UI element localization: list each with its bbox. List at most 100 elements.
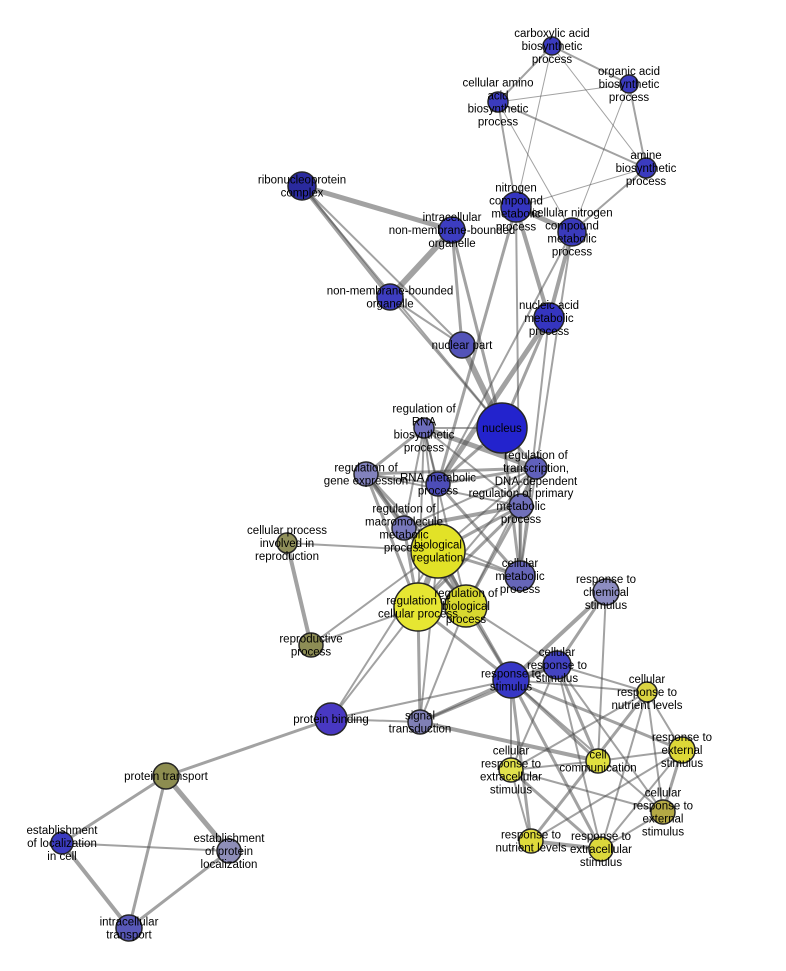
edge-regulation-of-rna-biosynthetic-process--regulation-of-primary-metabolic-process xyxy=(423,427,522,507)
edge-regulation-of-rna-biosynthetic-process--regulation-of-transcription-dna-dependent xyxy=(421,425,539,471)
node-cellular-amino-acid-biosynthetic-process[interactable] xyxy=(487,91,509,113)
node-cellular-process-involved-in-reproduction[interactable] xyxy=(276,532,298,554)
edge-regulation-of-transcription-dna-dependent--regulation-of-macromolecule-metabolic-process xyxy=(403,467,537,529)
node-nucleic-acid-metabolic-process[interactable] xyxy=(533,302,565,334)
edge-cellular-amino-acid-biosynthetic-process--nitrogen-compound-metabolic-process xyxy=(497,101,517,208)
node-cellular-response-to-extracellular-stimulus[interactable] xyxy=(498,757,524,783)
edge-non-membrane-bounded-organelle--nucleus xyxy=(389,296,503,429)
node-response-to-extracellular-stimulus[interactable] xyxy=(588,836,614,862)
edge-cellular-amino-acid-biosynthetic-process--amine-biosynthetic-process xyxy=(497,101,647,169)
node-cellular-metabolic-process[interactable] xyxy=(504,560,536,592)
edge-regulation-of-primary-metabolic-process--regulation-of-macromolecule-metabolic-process xyxy=(402,504,523,530)
edge-cellular-response-to-nutrient-levels--cellular-response-to-extracellular-stimulus xyxy=(510,691,648,771)
edge-amine-biosynthetic-process--cellular-nitrogen-compound-metabolic-process xyxy=(571,167,647,233)
edge-signal-transduction--cell-communication xyxy=(418,720,600,763)
edge-response-to-stimulus--cellular-response-to-nutrient-levels xyxy=(510,679,648,693)
edge-cellular-response-to-stimulus--cell-communication xyxy=(555,663,600,763)
node-amine-biosynthetic-process[interactable] xyxy=(635,157,657,179)
edge-organic-acid-biosynthetic-process--cellular-nitrogen-compound-metabolic-process xyxy=(571,83,630,233)
edge-layer xyxy=(60,45,684,930)
node-regulation-of-gene-expression[interactable] xyxy=(353,461,379,487)
edge-response-to-stimulus--response-to-chemical-stimulus xyxy=(509,590,608,682)
node-regulation-of-cellular-process[interactable] xyxy=(393,582,443,632)
node-signal-transduction[interactable] xyxy=(407,709,433,735)
edge-intracellular-non-membrane-bounded-organelle--nucleus xyxy=(450,228,504,430)
node-regulation-of-transcription-dna-dependent[interactable] xyxy=(524,456,548,480)
node-biological-regulation[interactable] xyxy=(410,523,466,579)
node-ribonucleoprotein-complex[interactable] xyxy=(287,171,317,201)
node-nitrogen-compound-metabolic-process[interactable] xyxy=(500,191,532,223)
edge-response-to-external-stimulus--cell-communication xyxy=(597,749,683,762)
edge-establishment-of-localization-in-cell--intracellular-transport xyxy=(60,841,131,930)
edge-nucleic-acid-metabolic-process--rna-metabolic-process xyxy=(435,315,552,487)
edge-protein-transport--intracellular-transport xyxy=(127,774,168,930)
node-establishment-of-localization-in-cell[interactable] xyxy=(50,831,74,855)
edge-carboxylic-acid-biosynthetic-process--amine-biosynthetic-process xyxy=(551,45,647,169)
node-intracellular-transport[interactable] xyxy=(115,914,143,942)
edge-non-membrane-bounded-organelle--nuclear-part xyxy=(389,296,463,346)
node-protein-transport[interactable] xyxy=(152,762,180,790)
edge-regulation-of-rna-biosynthetic-process--regulation-of-macromolecule-metabolic-process xyxy=(403,427,425,529)
node-layer xyxy=(50,36,696,942)
node-nuclear-part[interactable] xyxy=(448,331,476,359)
node-reproductive-process[interactable] xyxy=(298,632,324,658)
edge-regulation-of-transcription-dna-dependent--rna-metabolic-process xyxy=(436,466,538,486)
edge-cellular-response-to-nutrient-levels--cellular-response-to-external-stimulus xyxy=(646,691,664,813)
node-cellular-response-to-external-stimulus[interactable] xyxy=(650,799,676,825)
edge-regulation-of-rna-biosynthetic-process--regulation-of-biological-process xyxy=(423,427,467,607)
edge-response-to-stimulus--response-to-nutrient-levels xyxy=(509,678,533,843)
edge-response-to-chemical-stimulus--cell-communication xyxy=(597,591,607,762)
edge-intracellular-non-membrane-bounded-organelle--non-membrane-bounded-organelle xyxy=(387,227,455,300)
node-response-to-chemical-stimulus[interactable] xyxy=(592,578,620,606)
node-nucleus[interactable] xyxy=(476,402,528,454)
edge-cellular-nitrogen-compound-metabolic-process--cellular-metabolic-process xyxy=(519,231,573,577)
node-protein-binding[interactable] xyxy=(314,702,348,736)
edge-protein-binding--response-to-stimulus xyxy=(330,679,512,720)
edge-ribonucleoprotein-complex--nuclear-part xyxy=(301,185,463,346)
edge-cellular-response-to-nutrient-levels--response-to-extracellular-stimulus xyxy=(600,691,648,850)
edge-biological-regulation--signal-transduction xyxy=(419,550,439,723)
edge-response-to-external-stimulus--response-to-extracellular-stimulus xyxy=(600,749,683,850)
node-response-to-external-stimulus[interactable] xyxy=(668,736,696,764)
edge-regulation-of-transcription-dna-dependent--regulation-of-cellular-process xyxy=(417,467,537,608)
node-regulation-of-primary-metabolic-process[interactable] xyxy=(508,493,534,519)
edge-regulation-of-transcription-dna-dependent--regulation-of-gene-expression xyxy=(364,466,538,476)
edge-cellular-response-to-extracellular-stimulus--response-to-extracellular-stimulus xyxy=(509,768,603,851)
node-cell-communication[interactable] xyxy=(585,748,611,774)
edge-ribonucleoprotein-complex--intracellular-non-membrane-bounded-organelle xyxy=(299,183,455,233)
edge-carboxylic-acid-biosynthetic-process--cellular-amino-acid-biosynthetic-process xyxy=(497,45,553,103)
node-regulation-of-biological-process[interactable] xyxy=(444,584,488,628)
edge-establishment-of-protein-localization--intracellular-transport xyxy=(127,849,231,930)
node-rna-metabolic-process[interactable] xyxy=(425,471,451,497)
node-non-membrane-bounded-organelle[interactable] xyxy=(376,283,404,311)
edge-organic-acid-biosynthetic-process--cellular-amino-acid-biosynthetic-process xyxy=(497,83,630,103)
edge-nitrogen-compound-metabolic-process--nucleic-acid-metabolic-process xyxy=(514,205,551,320)
node-carboxylic-acid-biosynthetic-process[interactable] xyxy=(542,36,562,56)
node-organic-acid-biosynthetic-process[interactable] xyxy=(619,74,639,94)
edge-carboxylic-acid-biosynthetic-process--nitrogen-compound-metabolic-process xyxy=(515,45,553,208)
node-response-to-stimulus[interactable] xyxy=(492,661,530,699)
node-response-to-nutrient-levels[interactable] xyxy=(518,828,544,854)
node-cellular-nitrogen-compound-metabolic-process[interactable] xyxy=(557,217,587,247)
node-intracellular-non-membrane-bounded-organelle[interactable] xyxy=(438,216,466,244)
node-regulation-of-macromolecule-metabolic-process[interactable] xyxy=(391,515,417,541)
edge-amine-biosynthetic-process--nitrogen-compound-metabolic-process xyxy=(515,167,647,208)
edge-biological-regulation--protein-binding xyxy=(330,550,439,720)
node-establishment-of-protein-localization[interactable] xyxy=(216,838,242,864)
edge-cellular-response-to-stimulus--signal-transduction xyxy=(418,663,559,724)
edge-protein-binding--protein-transport xyxy=(164,717,333,778)
edge-carboxylic-acid-biosynthetic-process--organic-acid-biosynthetic-process xyxy=(551,45,630,85)
node-cellular-response-to-stimulus[interactable] xyxy=(542,650,572,680)
edge-cellular-amino-acid-biosynthetic-process--cellular-nitrogen-compound-metabolic-process xyxy=(497,101,573,233)
edge-regulation-of-rna-biosynthetic-process--regulation-of-cellular-process xyxy=(417,427,425,608)
edge-cellular-response-to-stimulus--cellular-response-to-extracellular-stimulus xyxy=(510,664,558,771)
edge-cellular-response-to-extracellular-stimulus--cellular-response-to-external-stimulus xyxy=(510,769,664,813)
edge-organic-acid-biosynthetic-process--amine-biosynthetic-process xyxy=(628,83,647,169)
node-cellular-response-to-nutrient-levels[interactable] xyxy=(636,681,658,703)
edge-response-to-stimulus--cellular-response-to-external-stimulus xyxy=(510,679,664,813)
edge-cellular-process-involved-in-reproduction--reproductive-process xyxy=(285,541,313,647)
node-regulation-of-rna-biosynthetic-process[interactable] xyxy=(413,417,435,439)
edge-intracellular-non-membrane-bounded-organelle--nuclear-part xyxy=(450,228,464,347)
